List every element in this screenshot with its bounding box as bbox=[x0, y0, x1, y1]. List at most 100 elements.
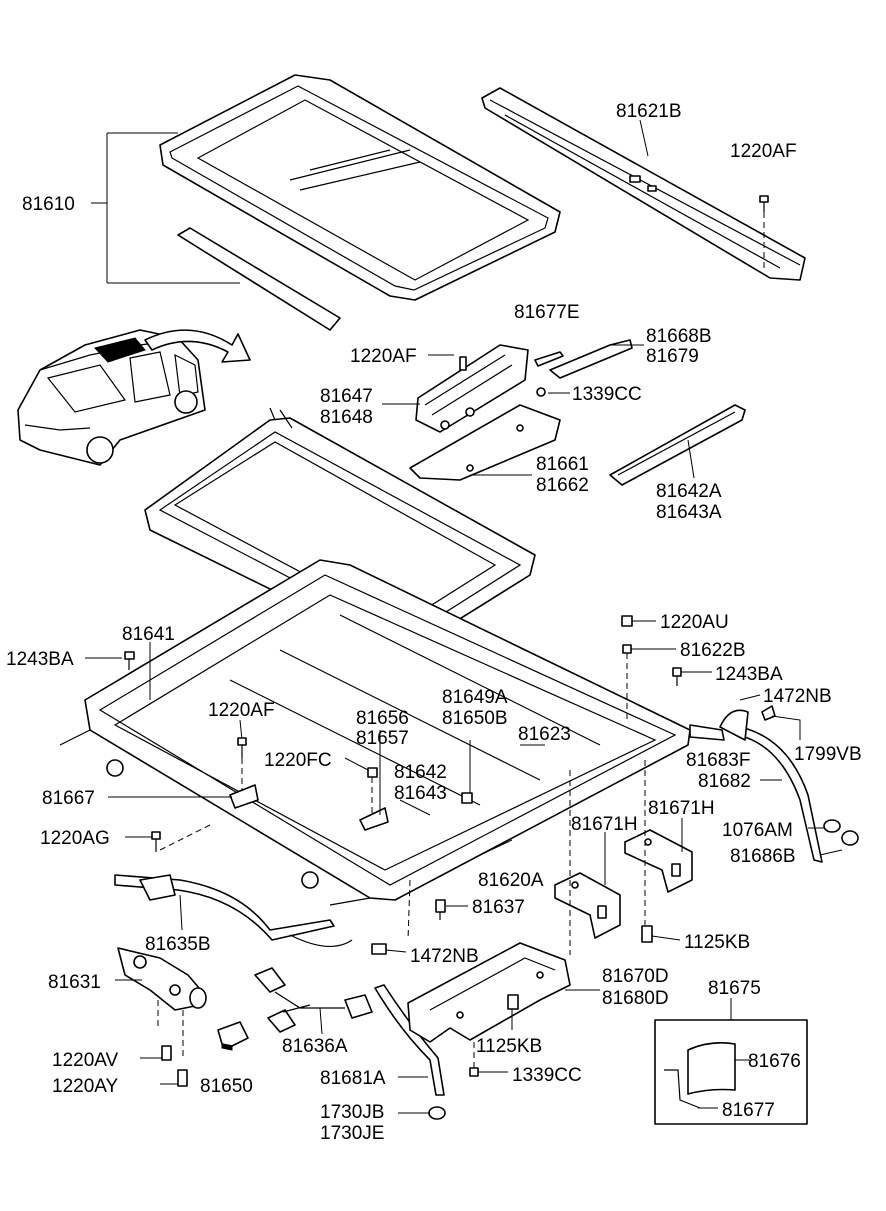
motor-bracket bbox=[407, 942, 600, 1043]
leader-81642A bbox=[687, 439, 695, 479]
bracket-81671H-b bbox=[624, 818, 693, 893]
switch-81650 bbox=[217, 1021, 249, 1051]
leader-81610 bbox=[91, 132, 240, 284]
label-81682: 81682 bbox=[698, 771, 751, 792]
dashed-link-brackets bbox=[569, 760, 646, 955]
label-81676: 81676 bbox=[748, 1051, 801, 1072]
screw-81637 bbox=[407, 879, 468, 941]
label-81637: 81637 bbox=[472, 897, 525, 918]
label-81675: 81675 bbox=[708, 978, 761, 999]
label-81610: 81610 bbox=[22, 194, 75, 215]
label-1220AF-top: 1220AF bbox=[730, 141, 797, 162]
screw-1220AU bbox=[621, 615, 656, 627]
label-81623: 81623 bbox=[518, 724, 571, 745]
label-1125KB-bottom: 1125KB bbox=[476, 1036, 542, 1057]
screw-1220AV bbox=[140, 1045, 172, 1061]
drain-hose-right bbox=[689, 705, 823, 863]
label-81636A: 81636A bbox=[282, 1036, 348, 1057]
screw-1125KB-bottom bbox=[507, 994, 519, 1030]
motor-assembly bbox=[117, 947, 207, 1060]
label-81635B: 81635B bbox=[145, 934, 211, 955]
clip-1472NB-bottom bbox=[371, 943, 407, 955]
label-1243BA-left: 1243BA bbox=[6, 649, 74, 670]
wiring-harness bbox=[254, 967, 373, 1035]
label-1125KB-right: 1125KB bbox=[684, 932, 750, 953]
sunroof-frame-lower bbox=[59, 559, 691, 906]
label-1220AF-mid: 1220AF bbox=[350, 346, 417, 367]
label-81686B: 81686B bbox=[730, 846, 796, 867]
screw-1243BA-right bbox=[672, 667, 712, 686]
glass-panel bbox=[159, 74, 561, 331]
clip-81642 bbox=[461, 792, 473, 804]
label-81643: 81643 bbox=[394, 783, 447, 804]
label-1220AV: 1220AV bbox=[52, 1050, 119, 1071]
clip-81686B bbox=[819, 830, 859, 856]
label-81670D: 81670D bbox=[602, 966, 669, 987]
label-1220AF-left: 1220AF bbox=[208, 700, 275, 721]
guide-bracket-assembly bbox=[415, 339, 633, 433]
car-illustration bbox=[17, 329, 206, 466]
leader-81642 bbox=[399, 799, 431, 816]
label-1220FC: 1220FC bbox=[264, 750, 332, 771]
leader-81620A bbox=[479, 839, 513, 856]
leader-1220FC bbox=[344, 757, 369, 771]
label-81657: 81657 bbox=[356, 728, 409, 749]
nut-81622B bbox=[622, 644, 676, 720]
label-81621B: 81621B bbox=[616, 101, 682, 122]
screw-1243BA-left bbox=[124, 651, 135, 670]
screw-1220AG bbox=[151, 824, 211, 852]
screw-1220FC bbox=[367, 767, 378, 815]
label-81677: 81677 bbox=[722, 1100, 775, 1121]
label-81680D: 81680D bbox=[602, 988, 669, 1009]
label-81648: 81648 bbox=[320, 407, 373, 428]
label-81671H-a: 81671H bbox=[648, 798, 715, 819]
bracket-81671H-a bbox=[554, 832, 621, 939]
leader-81621B bbox=[639, 119, 649, 157]
label-81683F: 81683F bbox=[686, 750, 750, 771]
label-1243BA-right: 1243BA bbox=[715, 664, 783, 685]
label-81622B: 81622B bbox=[680, 640, 746, 661]
label-81647: 81647 bbox=[320, 386, 373, 407]
leader-1799VB bbox=[771, 715, 801, 740]
label-81667: 81667 bbox=[42, 788, 95, 809]
label-81679: 81679 bbox=[646, 346, 699, 367]
screw-1220AF-top bbox=[759, 195, 769, 268]
label-81662: 81662 bbox=[536, 475, 589, 496]
label-81650B: 81650B bbox=[442, 708, 508, 729]
label-81643A: 81643A bbox=[656, 502, 722, 523]
nut-1339CC-bottom bbox=[469, 1040, 508, 1077]
screw-1220AF-left bbox=[237, 737, 247, 790]
label-1730JE: 1730JE bbox=[320, 1123, 384, 1144]
label-1339CC-bottom: 1339CC bbox=[512, 1065, 582, 1086]
label-81650: 81650 bbox=[200, 1076, 253, 1097]
part-labels: 81610 81621B 1220AF 81677E 81668B 81679 … bbox=[6, 101, 862, 1144]
leader-1220AF-left bbox=[239, 719, 243, 741]
clip-1076AM bbox=[808, 819, 841, 833]
screw-1125KB-right bbox=[641, 925, 681, 943]
leader-1472NB-right bbox=[739, 694, 761, 701]
drain-hose-lower bbox=[374, 984, 445, 1096]
label-81656: 81656 bbox=[356, 708, 409, 729]
label-1076AM: 1076AM bbox=[722, 820, 793, 841]
drive-cable bbox=[114, 874, 353, 948]
label-81661: 81661 bbox=[536, 454, 589, 475]
label-1220AU: 1220AU bbox=[660, 612, 729, 633]
label-1799VB: 1799VB bbox=[794, 744, 862, 765]
arrow-indicator bbox=[144, 329, 251, 363]
label-81631: 81631 bbox=[48, 972, 101, 993]
kit-box bbox=[654, 998, 808, 1125]
label-1220AY: 1220AY bbox=[52, 1076, 119, 1097]
grommet-1730JB bbox=[398, 1106, 446, 1120]
label-81620A: 81620A bbox=[478, 870, 544, 891]
label-81681A: 81681A bbox=[320, 1068, 386, 1089]
label-81668B: 81668B bbox=[646, 326, 712, 347]
label-1730JB: 1730JB bbox=[320, 1102, 384, 1123]
label-81641: 81641 bbox=[122, 624, 175, 645]
label-1220AG: 1220AG bbox=[40, 828, 110, 849]
label-1472NB-right: 1472NB bbox=[763, 686, 832, 707]
label-81642A: 81642A bbox=[656, 481, 722, 502]
label-81649A: 81649A bbox=[442, 687, 508, 708]
side-rail-right bbox=[609, 404, 746, 486]
label-81642: 81642 bbox=[394, 762, 447, 783]
